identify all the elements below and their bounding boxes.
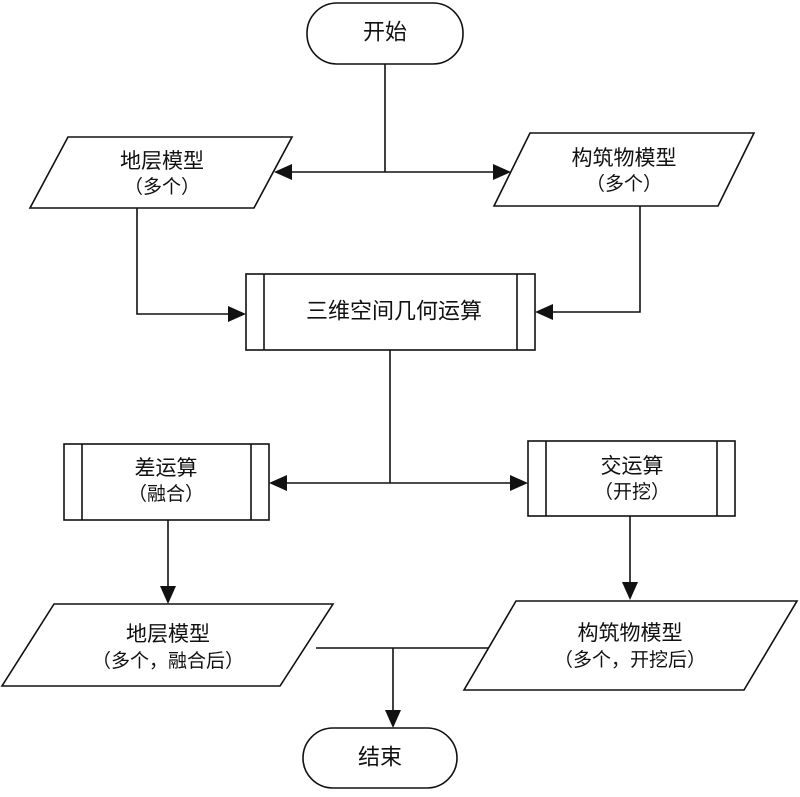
arrowhead-to-diff bbox=[269, 475, 287, 491]
intersect-op-box bbox=[527, 440, 736, 517]
arrowhead-to-end bbox=[385, 710, 401, 728]
diff-op-title: 差运算 bbox=[135, 456, 198, 480]
building-result-parallelogram bbox=[462, 600, 799, 691]
strata-model-title: 地层模型 bbox=[120, 149, 204, 173]
end-label: 结束 bbox=[358, 746, 402, 771]
end-terminator bbox=[302, 727, 458, 789]
strata-model-subtitle: （多个） bbox=[124, 176, 200, 198]
start-terminator bbox=[306, 2, 464, 65]
intersect-op-subtitle: （开挖） bbox=[594, 481, 670, 503]
building-result-node: 构筑物模型 （多个，开挖后） bbox=[462, 600, 799, 691]
geometry-op-node: 三维空间几何运算 bbox=[245, 273, 536, 351]
start-node: 开始 bbox=[306, 2, 464, 65]
arrowhead-strata-to-geometry bbox=[228, 306, 246, 322]
building-model-parallelogram bbox=[492, 132, 756, 207]
strata-result-title: 地层模型 bbox=[126, 622, 210, 646]
arrowhead-intersect-to-result bbox=[622, 582, 638, 600]
building-model-node: 构筑物模型 （多个） bbox=[492, 132, 756, 207]
intersect-op-title: 交运算 bbox=[601, 454, 664, 478]
arrowhead-to-strata bbox=[274, 164, 292, 180]
strata-result-parallelogram bbox=[0, 603, 335, 687]
connectors bbox=[136, 64, 641, 728]
strata-model-parallelogram bbox=[28, 136, 294, 209]
arrowhead-to-intersect bbox=[510, 475, 528, 491]
connector-building-to-geometry bbox=[551, 206, 641, 313]
connector-strata-to-geometry bbox=[136, 208, 230, 315]
strata-model-node: 地层模型 （多个） bbox=[28, 136, 294, 209]
diff-op-box bbox=[63, 443, 270, 521]
geometry-op-label: 三维空间几何运算 bbox=[306, 300, 482, 325]
strata-result-subtitle: （多个，融合后） bbox=[92, 650, 244, 672]
geometry-op-box bbox=[245, 273, 536, 351]
intersect-op-node: 交运算 （开挖） bbox=[527, 440, 736, 517]
building-result-title: 构筑物模型 bbox=[578, 621, 683, 645]
diff-op-subtitle: （融合） bbox=[128, 483, 204, 505]
building-model-subtitle: （多个） bbox=[586, 173, 662, 195]
arrowhead-to-building bbox=[493, 164, 511, 180]
diff-op-node: 差运算 （融合） bbox=[63, 443, 270, 521]
end-node: 结束 bbox=[302, 727, 458, 789]
building-result-subtitle: （多个，开挖后） bbox=[554, 649, 706, 671]
start-label: 开始 bbox=[363, 21, 407, 46]
building-model-title: 构筑物模型 bbox=[572, 146, 677, 170]
strata-result-node: 地层模型 （多个，融合后） bbox=[0, 603, 335, 687]
arrowhead-diff-to-result bbox=[160, 586, 176, 604]
arrowhead-building-to-geometry bbox=[535, 304, 553, 320]
